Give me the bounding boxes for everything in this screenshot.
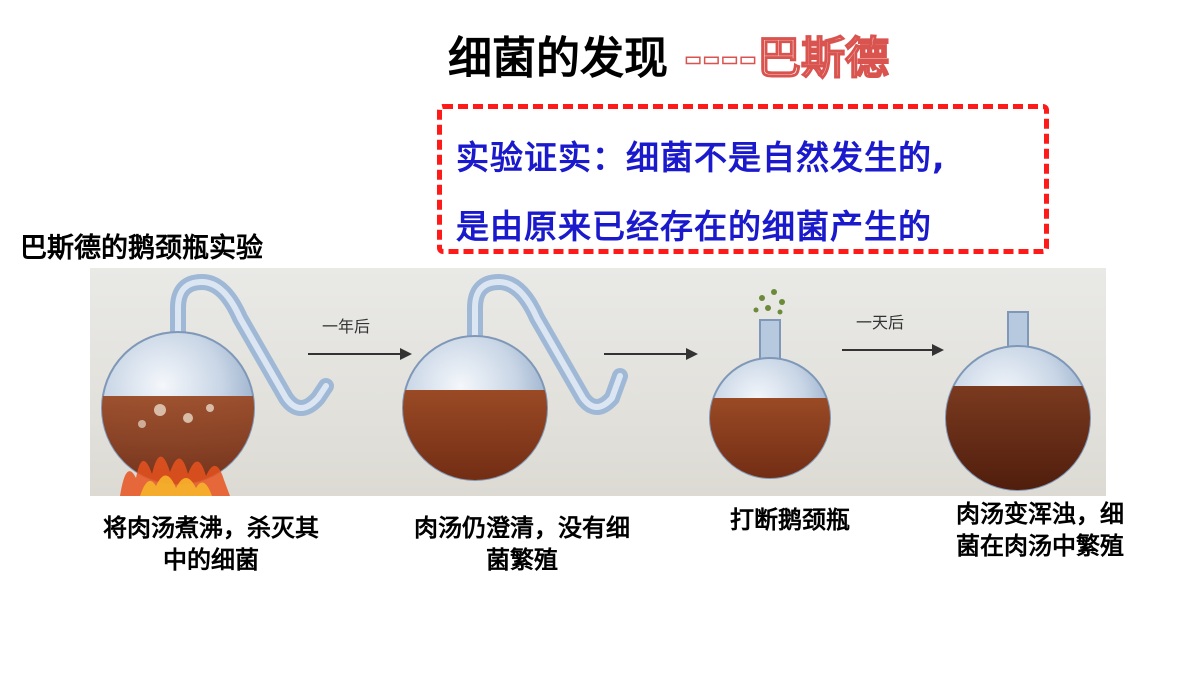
title-main: 细菌的发现 [448,33,668,84]
arrow-2 [604,348,698,360]
flask-diagram: 一年后 一天后 [101,273,1091,496]
flask-2-clear [402,273,628,481]
experiment-title: 巴斯德的鹅颈瓶实验 [20,233,263,264]
step-2-caption: 肉汤仍澄清，没有细菌繁殖 [414,514,630,574]
title-attribution: ----巴斯德 [683,32,890,85]
flask-1-boiling [101,273,334,496]
step-1-caption: 将肉汤煮沸，杀灭其中的细菌 [103,514,319,574]
slide-title: 细菌的发现 ----巴斯德 [448,22,890,86]
conclusion-line-1: 实验证实：细菌不是自然发生的, [456,138,946,177]
step-3-caption: 打断鹅颈瓶 [730,506,850,534]
arrow-3: 一天后 [842,313,944,356]
title-dash: ---- [683,32,758,85]
title-name: 巴斯德 [756,32,890,85]
arrow-label-1: 一年后 [322,317,370,336]
arrow-label-2: 一天后 [856,313,904,332]
conclusion-callout-box [437,104,1049,254]
flask-4-cloudy [945,311,1091,491]
conclusion-line-2: 是由原来已经存在的细菌产生的 [456,207,932,246]
arrow-1: 一年后 [308,317,412,360]
swan-neck-flask-illustration: 一年后 一天后 [90,268,1106,496]
step-4-caption: 肉汤变浑浊，细菌在肉汤中繁殖 [956,500,1124,560]
flask-3-broken-neck [709,289,831,479]
